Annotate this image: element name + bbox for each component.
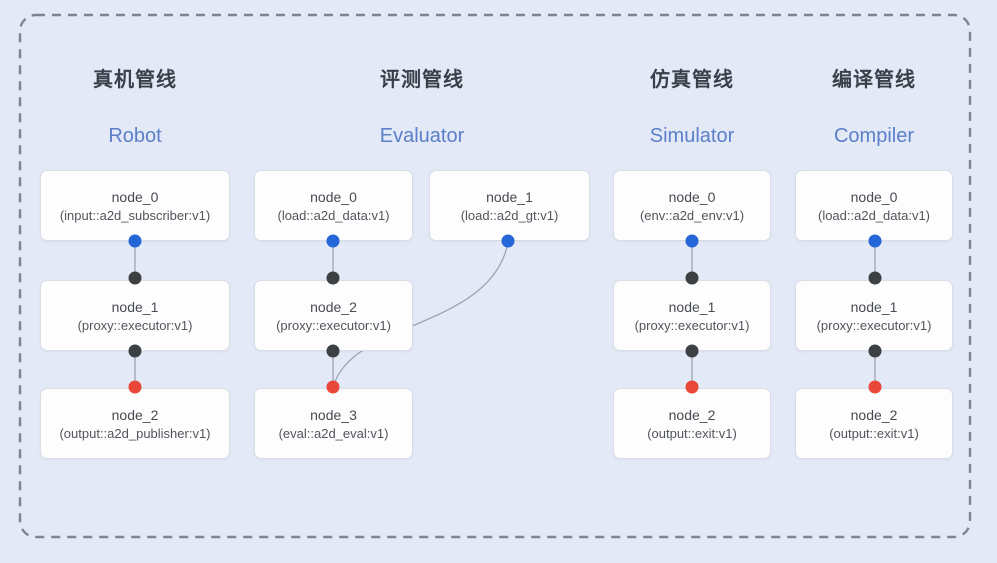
node-robot-2: node_2 (output::a2d_publisher:v1) [40,388,230,459]
node-impl: (eval::a2d_eval:v1) [278,425,389,441]
node-impl: (load::a2d_gt:v1) [460,207,559,223]
node-name: node_1 [111,298,159,315]
node-name: node_3 [310,406,357,423]
node-evaluator-0: node_0 (load::a2d_data:v1) [254,170,413,241]
pipeline-title-en-compiler: Compiler [833,125,915,147]
edge-eval-1-3-curve [332,242,509,389]
node-name: node_2 [850,406,898,423]
dashed-frame [18,13,972,539]
pipeline-header-simulator: 仿真管线 Simulator [613,63,771,148]
pipeline-title-cn-compiler: 编译管线 [832,69,916,91]
node-robot-1: node_1 (proxy::executor:v1) [40,280,230,351]
pipeline-title-en-robot: Robot [108,125,162,147]
node-name: node_1 [850,298,898,315]
pipeline-title-cn-simulator: 仿真管线 [650,69,734,91]
pipeline-header-compiler: 编译管线 Compiler [795,63,953,148]
node-evaluator-1: node_1 (load::a2d_gt:v1) [429,170,590,241]
node-impl: (output::exit:v1) [647,425,737,441]
node-impl: (input::a2d_subscriber:v1) [59,207,211,223]
node-impl: (output::exit:v1) [829,425,919,441]
node-name: node_0 [668,188,716,205]
node-name: node_1 [668,298,716,315]
node-impl: (proxy::executor:v1) [634,317,750,333]
node-name: node_0 [850,188,898,205]
node-impl: (load::a2d_data:v1) [817,207,931,223]
node-name: node_0 [111,188,159,205]
node-simulator-0: node_0 (env::a2d_env:v1) [613,170,771,241]
node-name: node_2 [310,298,357,315]
node-compiler-2: node_2 (output::exit:v1) [795,388,953,459]
node-simulator-2: node_2 (output::exit:v1) [613,388,771,459]
node-impl: (load::a2d_data:v1) [277,207,390,223]
pipeline-title-cn-evaluator: 评测管线 [380,69,464,91]
node-impl: (proxy::executor:v1) [816,317,932,333]
node-compiler-0: node_0 (load::a2d_data:v1) [795,170,953,241]
node-impl: (output::a2d_publisher:v1) [59,425,211,441]
node-evaluator-2: node_2 (proxy::executor:v1) [254,280,413,351]
pipeline-header-evaluator: 评测管线 Evaluator [254,63,590,148]
node-evaluator-3: node_3 (eval::a2d_eval:v1) [254,388,413,459]
node-name: node_1 [486,188,533,205]
node-impl: (proxy::executor:v1) [77,317,193,333]
pipeline-title-cn-robot: 真机管线 [93,69,177,91]
node-simulator-1: node_1 (proxy::executor:v1) [613,280,771,351]
pipeline-title-en-simulator: Simulator [649,125,735,147]
node-name: node_0 [310,188,357,205]
pipeline-title-en-evaluator: Evaluator [379,125,465,147]
node-impl: (env::a2d_env:v1) [639,207,745,223]
node-compiler-1: node_1 (proxy::executor:v1) [795,280,953,351]
node-robot-0: node_0 (input::a2d_subscriber:v1) [40,170,230,241]
pipeline-header-robot: 真机管线 Robot [40,63,230,148]
node-name: node_2 [111,406,159,423]
node-name: node_2 [668,406,716,423]
node-impl: (proxy::executor:v1) [276,317,391,333]
